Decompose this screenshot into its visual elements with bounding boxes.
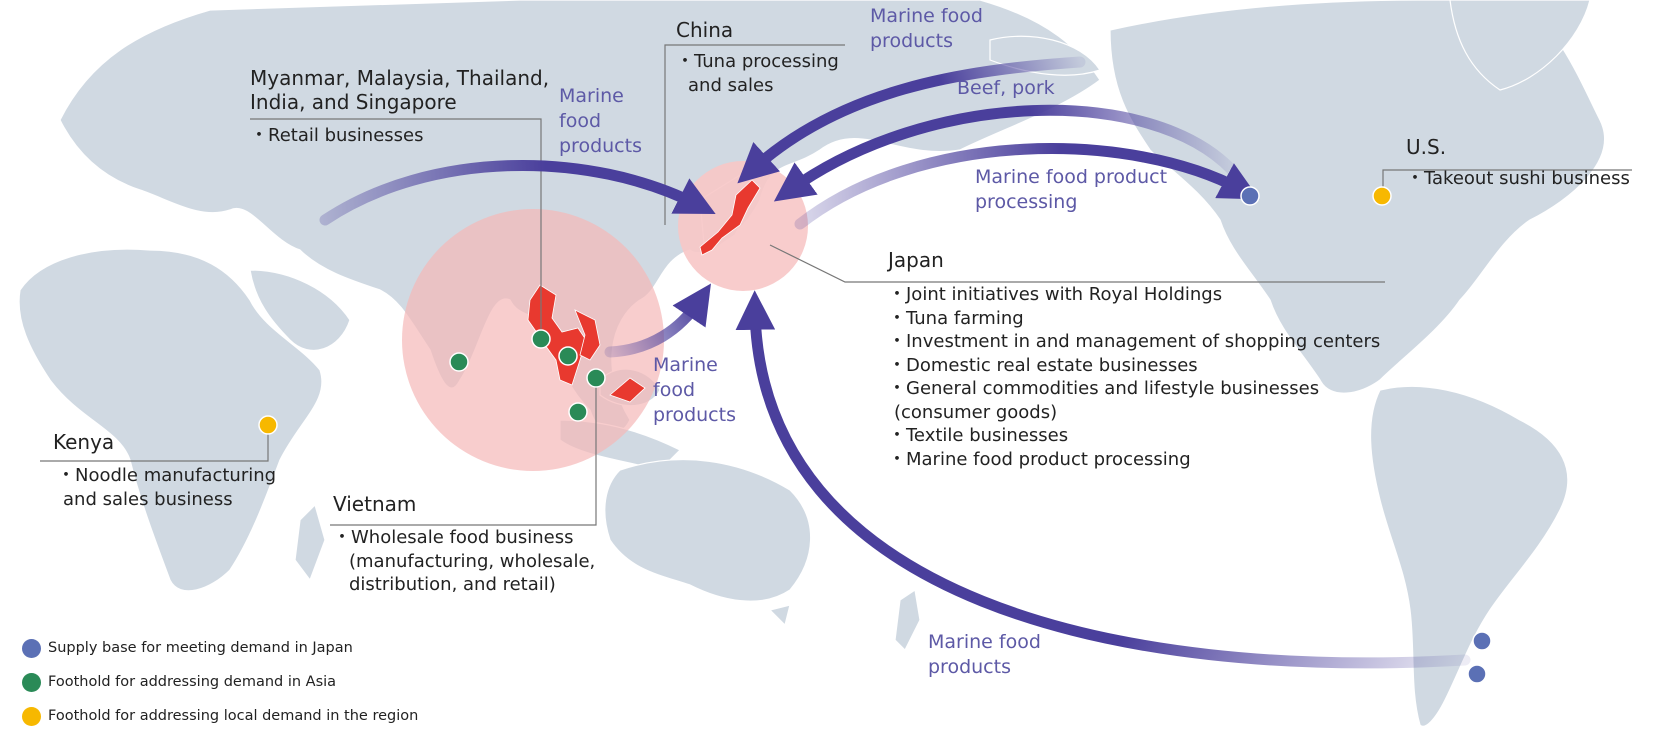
region-kenya: Kenya ・Noodle manufacturing and sales bu… [53, 430, 276, 511]
asia-dot-singapore [568, 402, 588, 422]
legend-label: Foothold for addressing demand in Asia [48, 674, 337, 690]
legend-label: Foothold for addressing local demand in … [48, 708, 419, 724]
asia-dot-india [449, 352, 469, 372]
region-japan-item: ・Investment in and management of shoppin… [888, 331, 1381, 352]
region-japan-item: ・Joint initiatives with Royal Holdings [888, 284, 1223, 305]
region-kenya-item: ・Noodle manufacturing [57, 465, 277, 486]
asia-dot-myanmar [531, 329, 551, 349]
blue-dot-icon [22, 638, 41, 658]
supply-base-dot-chile-1 [1472, 631, 1492, 651]
region-japan-name: Japan [888, 248, 944, 272]
region-china-item: ・Tuna processing [676, 51, 839, 72]
region-china-name: China [676, 18, 734, 42]
region-myanmar: Myanmar, Malaysia, Thailand, India, and … [250, 66, 549, 148]
asia-dot-vietnam [586, 368, 606, 388]
region-japan-item: (consumer goods) [894, 401, 1058, 423]
legend-item-local: Foothold for addressing local demand in … [22, 699, 418, 733]
region-japan-item: ・Domestic real estate businesses [888, 354, 1198, 376]
legend-label: Supply base for meeting demand in Japan [48, 640, 353, 656]
region-japan-item: ・Textile businesses [888, 425, 1069, 446]
region-kenya-name: Kenya [53, 430, 115, 454]
region-japan: Japan ・Joint initiatives with Royal Hold… [888, 248, 1380, 471]
region-myanmar-name-line1: Myanmar, Malaysia, Thailand, [250, 66, 550, 90]
legend-item-supply: Supply base for meeting demand in Japan [22, 631, 418, 665]
japan-shape [699, 179, 761, 256]
region-kenya-item: and sales business [63, 488, 233, 510]
region-vietnam-name: Vietnam [333, 492, 417, 516]
region-vietnam: Vietnam ・Wholesale food business (manufa… [333, 492, 595, 597]
africa [18, 248, 323, 592]
region-japan-item: ・General commodities and lifestyle busin… [888, 378, 1320, 399]
region-china-item: and sales [688, 74, 774, 96]
green-dot-icon [22, 672, 41, 692]
asia-dot-thailand [558, 346, 578, 366]
region-china: China ・Tuna processing and sales [676, 18, 839, 97]
region-vietnam-item: (manufacturing, wholesale, [349, 550, 596, 572]
legend-item-asia: Foothold for addressing demand in Asia [22, 665, 418, 699]
yellow-dot-icon [22, 706, 41, 726]
region-us-name: U.S. [1406, 135, 1447, 159]
region-us: U.S. ・Takeout sushi business [1406, 135, 1630, 191]
local-demand-dot-kenya [258, 415, 278, 435]
region-japan-item: ・Marine food product processing [888, 448, 1191, 470]
australia [604, 458, 812, 602]
region-japan-item: ・Tuna farming [888, 307, 1024, 329]
local-demand-dot-us [1372, 186, 1392, 206]
region-vietnam-item: ・Wholesale food business [333, 527, 574, 548]
region-us-item: ・Takeout sushi business [1406, 168, 1630, 189]
flow-label-beef-pork: Beef, pork [957, 77, 1055, 99]
supply-base-dot-us [1240, 186, 1260, 206]
legend: Supply base for meeting demand in Japan … [22, 631, 418, 733]
region-myanmar-item: ・Retail businesses [250, 125, 424, 146]
region-vietnam-item: distribution, and retail) [349, 574, 556, 595]
region-myanmar-name-line2: India, and Singapore [250, 90, 457, 114]
supply-base-dot-chile-2 [1467, 664, 1487, 684]
south-america [1369, 385, 1569, 727]
